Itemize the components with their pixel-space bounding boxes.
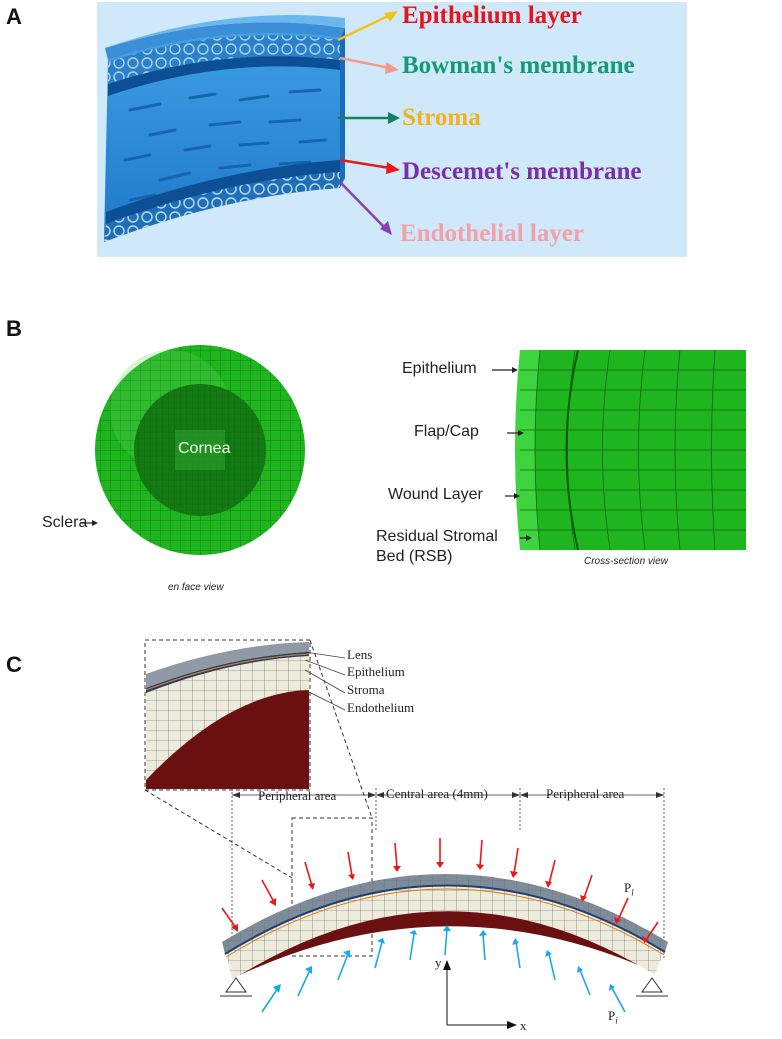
pressure-label-top: Pl (624, 880, 634, 898)
inset-label-stroma: Stroma (347, 682, 385, 697)
label-stroma: Stroma (402, 104, 481, 131)
label-epithelium-layer: Epithelium layer (402, 2, 582, 29)
coordinate-axes (446, 965, 512, 1026)
en-face-caption: en face view (168, 582, 224, 593)
cross-section-caption: Cross-section view (584, 556, 668, 567)
axis-label-y: y (435, 955, 442, 970)
label-endothelial-layer: Endothelial layer (400, 220, 585, 247)
cornea-layers-illustration (97, 2, 687, 257)
bed-rsb-label: Bed (RSB) (376, 548, 453, 565)
epithelium-surface (105, 22, 345, 60)
inset-leaders (304, 651, 346, 711)
panel-a-arrows (337, 11, 400, 235)
residual-stromal-label: Residual Stromal (376, 528, 498, 545)
boundary-supports (220, 977, 668, 997)
panel-label-a: A (6, 4, 22, 29)
en-face-mesh (80, 345, 746, 555)
stroma-block (104, 33, 340, 240)
label-descemets-membrane: Descemet's membrane (402, 158, 642, 185)
cornea-label: Cornea (178, 440, 231, 457)
inset-label-endothelium: Endothelium (347, 700, 415, 715)
cross-section-mesh (515, 349, 746, 551)
epithelium-label: Epithelium (402, 360, 477, 377)
sclera-label: Sclera (42, 514, 88, 531)
stroma-streaks (123, 88, 327, 202)
wound-layer-label: Wound Layer (388, 486, 483, 503)
inset-label-lens: Lens (347, 647, 373, 662)
area-label-peripheral-left: Peripheral area (258, 788, 337, 803)
pressure-label-bottom: Pi (608, 1008, 618, 1026)
outer-pressure-arrows (221, 838, 659, 941)
area-brackets (231, 788, 665, 960)
area-label-central: Central area (4mm) (386, 786, 488, 801)
area-label-peripheral-right: Peripheral area (546, 786, 625, 801)
panel-label-c: C (6, 652, 22, 677)
label-bowmans-membrane: Bowman's membrane (402, 52, 635, 79)
inner-pressure-arrows (261, 928, 626, 1013)
panel-label-b: B (6, 316, 22, 341)
finite-element-cornea-model (144, 639, 668, 1029)
inset-label-epithelium: Epithelium (347, 664, 405, 679)
axis-label-x: x (520, 1018, 527, 1033)
flap-cap-label: Flap/Cap (414, 423, 479, 440)
